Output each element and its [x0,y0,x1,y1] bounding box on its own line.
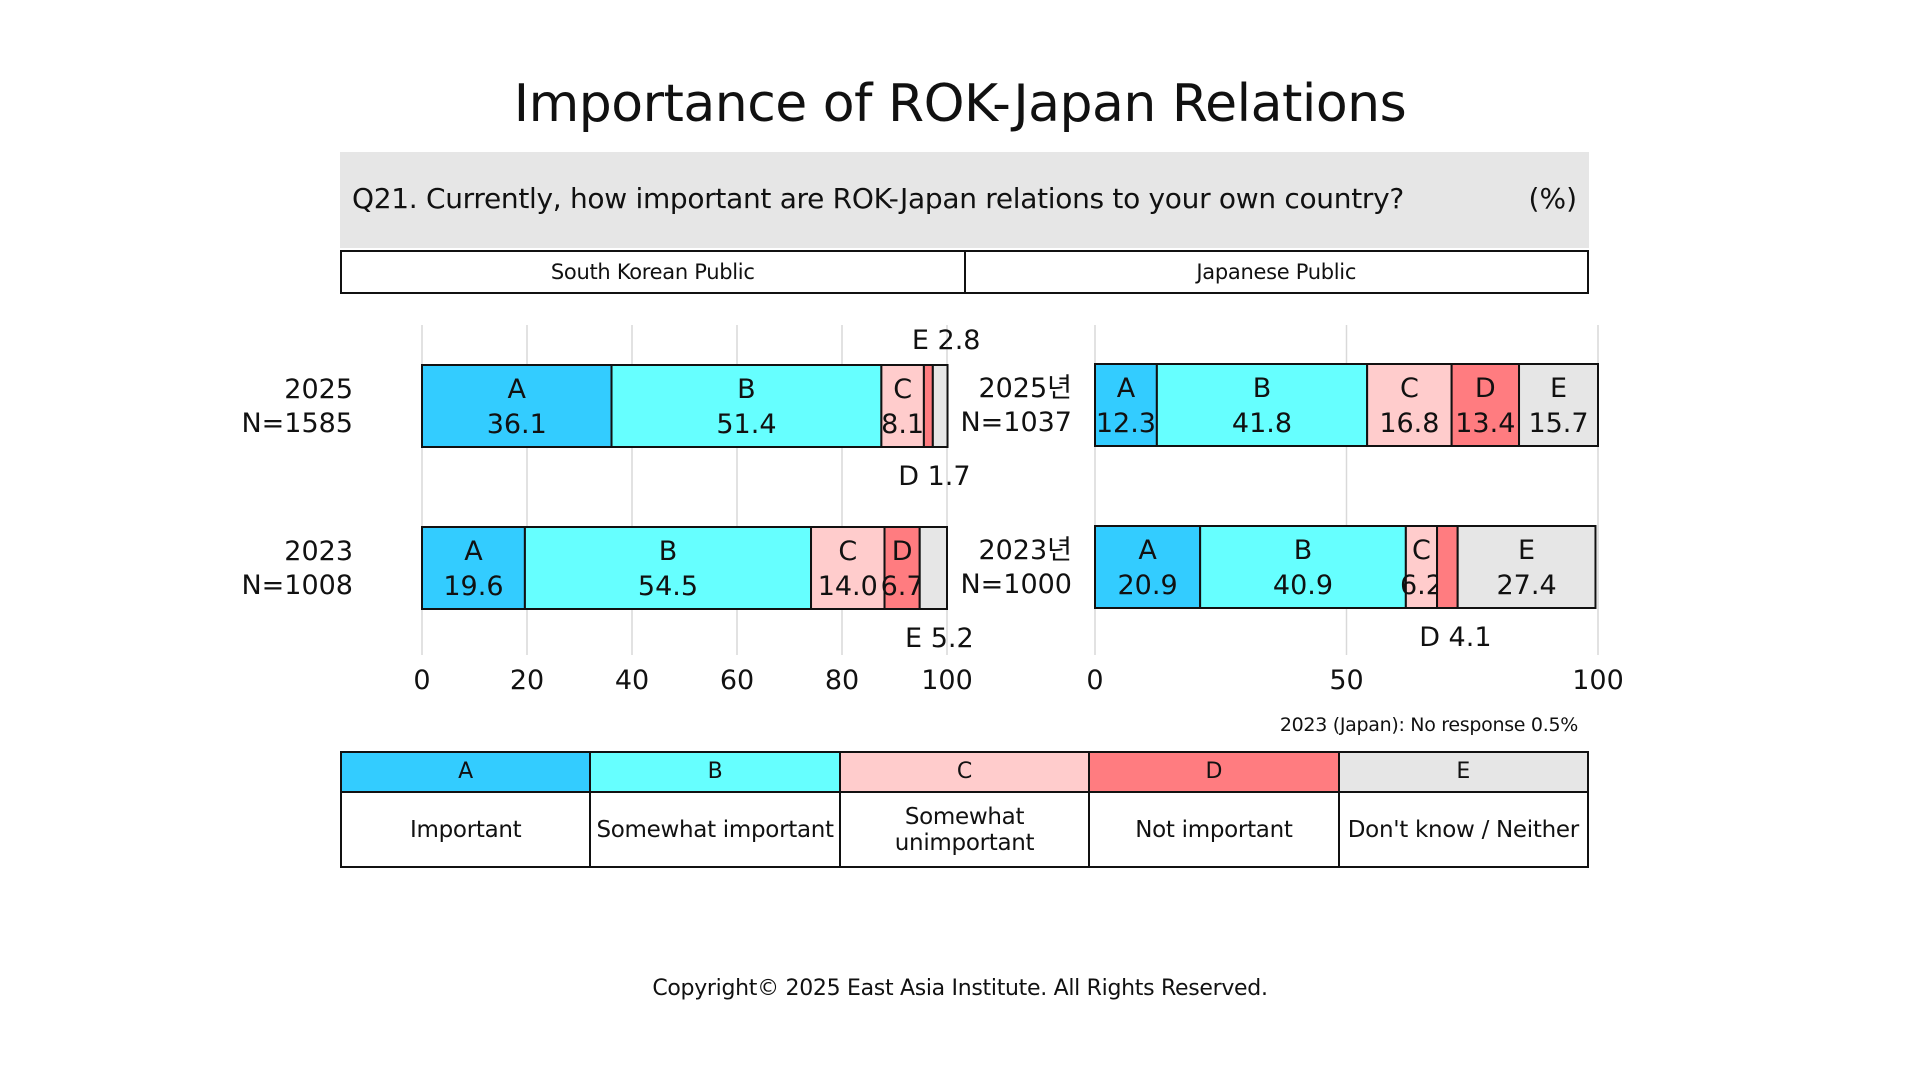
bar-segment [922,364,934,448]
x-tick-label: 20 [510,665,544,696]
outside-data-label: E 2.8 [912,325,981,356]
group-korea-label: South Korean Public [550,260,755,284]
x-tick-label: 100 [921,665,973,696]
segment-key-label: A [508,374,527,405]
data-label: 12.3 [1096,408,1156,439]
segment-key-label: B [737,374,756,405]
segment-key-label: C [1400,373,1419,404]
outside-data-label: D 1.7 [898,461,970,492]
segment-key-label: B [1294,535,1313,566]
category-label: 2025년 [978,373,1072,404]
outside-data-label: D 4.1 [1419,622,1491,653]
bar-segment [1436,525,1459,609]
segment-key-label: B [659,536,678,567]
question-box: Q21. Currently, how important are ROK-Ja… [340,152,1589,248]
segment-key-label: C [893,374,912,405]
legend-key-c: C [840,753,1089,793]
legend-label-e: Don't know / Neither [1347,816,1579,843]
data-label: 16.8 [1379,408,1439,439]
category-label: 2023 [284,536,353,567]
unit-label: (%) [1528,182,1577,215]
category-label: N=1037 [960,407,1072,438]
segment-key-label: D [892,536,913,567]
data-label: 13.4 [1455,408,1515,439]
bar-segment [1518,363,1600,447]
data-label: 8.1 [881,409,924,440]
legend-key-e: E [1339,753,1588,793]
legend-table: A Important B Somewhat important C Somew… [340,751,1589,868]
x-tick-label: 80 [825,665,859,696]
category-label: N=1585 [241,408,353,439]
data-label: 6.7 [881,571,924,602]
legend-label-c: Somewhat unimportant [894,803,1035,856]
chart-title: Importance of ROK-Japan Relations [513,74,1407,134]
outside-data-label: E 5.2 [905,623,974,654]
bar-segment [1456,525,1597,609]
data-label: 54.5 [638,571,698,602]
legend-label-b: Somewhat important [596,816,834,843]
segment-key-label: E [1550,373,1567,404]
legend-col-a: A Important [342,753,590,866]
x-tick-label: 100 [1572,665,1624,696]
segment-key-label: D [1475,373,1496,404]
data-label: 6.2 [1400,570,1443,601]
bar-segment [883,526,921,610]
category-label: N=1000 [960,569,1072,600]
segment-key-label: B [1253,373,1272,404]
data-label: 20.9 [1118,570,1178,601]
legend-col-d: D Not important [1088,753,1338,866]
bar-segment [1450,363,1521,447]
legend-label-d: Not important [1135,816,1293,843]
bar-segment [421,526,526,610]
data-label: 51.4 [716,409,776,440]
segment-key-label: A [1117,373,1136,404]
bar-segment [918,526,949,610]
x-tick-label: 0 [1086,665,1103,696]
x-tick-label: 60 [720,665,754,696]
data-label: 41.8 [1232,408,1292,439]
legend-key-d: D [1090,753,1338,793]
category-label: 2023년 [978,535,1072,566]
data-label: 36.1 [487,409,547,440]
data-label: 14.0 [818,571,878,602]
x-tick-label: 50 [1329,665,1363,696]
data-label: 27.4 [1497,570,1557,601]
segment-key-label: C [1412,535,1431,566]
category-label: 2025 [284,374,353,405]
group-japan-label: Japanese Public [963,252,1588,292]
group-header: South Korean Public Japanese Public [340,250,1589,294]
segment-key-label: A [1138,535,1157,566]
bar-segment [931,364,949,448]
category-label: N=1008 [241,570,353,601]
bar-segment [1094,363,1158,447]
segment-key-label: A [464,536,483,567]
legend-key-a: A [342,753,590,793]
copyright-text: Copyright© 2025 East Asia Institute. All… [652,976,1268,1001]
bar-segment [421,364,613,448]
bar-segment [810,526,886,610]
segment-key-label: E [1518,535,1535,566]
no-response-note: 2023 (Japan): No response 0.5% [1279,714,1578,736]
legend-label-a: Important [410,816,522,843]
legend-key-b: B [591,753,839,793]
x-tick-label: 40 [615,665,649,696]
x-tick-label: 0 [413,665,430,696]
bar-segment [1404,525,1439,609]
data-label: 15.7 [1528,408,1588,439]
bar-segment [1155,363,1369,447]
segment-key-label: C [838,536,857,567]
bar-segment [1199,525,1407,609]
data-label: 40.9 [1273,570,1333,601]
legend-col-e: E Don't know / Neither [1337,753,1588,866]
question-text: Q21. Currently, how important are ROK-Ja… [352,182,1404,215]
data-label: 19.6 [443,571,503,602]
legend-col-b: B Somewhat important [589,753,839,866]
bar-segment [523,526,813,610]
legend-col-c: C Somewhat unimportant [838,753,1089,866]
